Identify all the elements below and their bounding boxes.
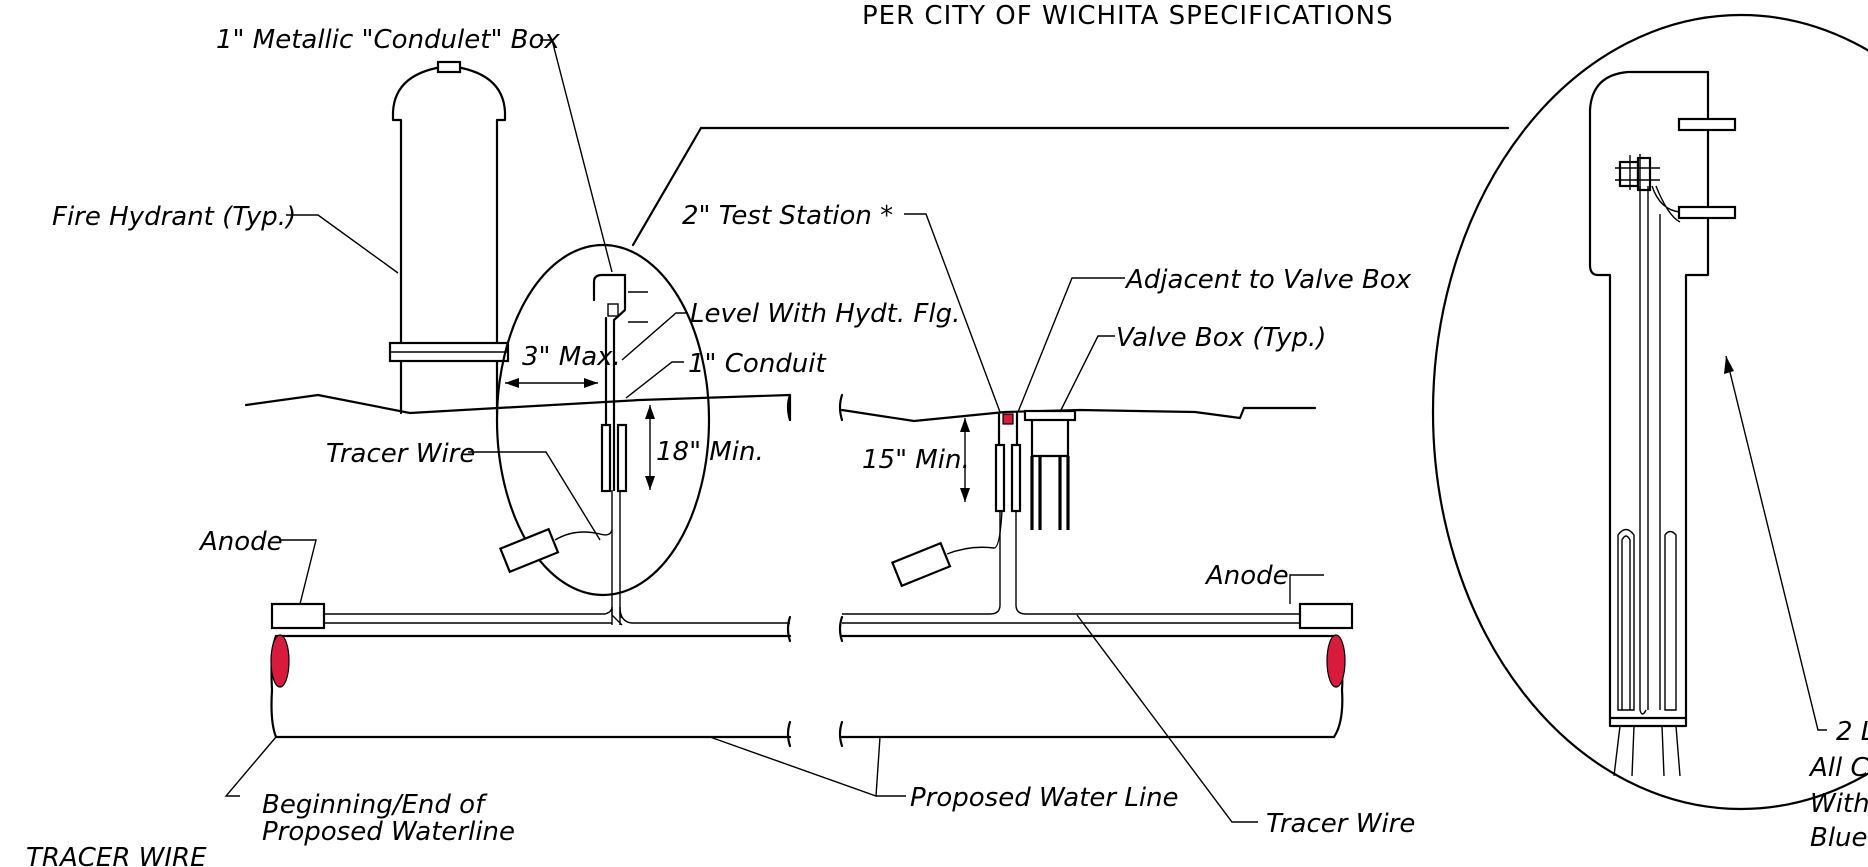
label-18-min: 18" Min. bbox=[656, 437, 764, 467]
detail-callout-ellipse-left bbox=[495, 243, 711, 597]
dimension-3-max bbox=[505, 378, 598, 388]
label-3-max: 3" Max. bbox=[522, 342, 621, 372]
label-adjacent-valve-box: Adjacent to Valve Box bbox=[1124, 265, 1412, 295]
label-condulet-box: 1" Metallic "Condulet" Box bbox=[216, 25, 560, 55]
detail-callout-ellipse-right bbox=[1431, 14, 1868, 810]
anode-buried-left bbox=[498, 527, 613, 574]
header-title: PER CITY OF WICHITA SPECIFICATIONS bbox=[862, 1, 1394, 31]
ground-line-right bbox=[838, 393, 1317, 423]
label-15-min: 15" Min. bbox=[862, 445, 970, 475]
label-proposed-water-line: Proposed Water Line bbox=[910, 783, 1179, 813]
label-detail-note-4: Blue bbox=[1810, 823, 1868, 853]
label-anode-left: Anode bbox=[198, 527, 283, 557]
label-tracer-wire-bottom: Tracer Wire bbox=[1266, 809, 1415, 839]
label-beginning-end-1: Beginning/End of bbox=[262, 790, 488, 820]
detail-note-leader bbox=[1725, 355, 1827, 731]
test-station-right bbox=[994, 411, 1022, 513]
dimension-15-min bbox=[960, 418, 970, 502]
label-detail-note-1: 2 L bbox=[1836, 717, 1868, 747]
anode-right bbox=[1298, 602, 1354, 630]
tracer-wire-main-left bbox=[325, 606, 790, 625]
label-valve-box: Valve Box (Typ.) bbox=[1116, 323, 1326, 353]
valve-box bbox=[1023, 409, 1077, 530]
label-detail-note-2: All C bbox=[1808, 753, 1868, 783]
tracer-wire-main-right bbox=[842, 510, 1300, 624]
leader-lines bbox=[224, 39, 1324, 823]
dimension-18-min bbox=[645, 405, 655, 490]
anode-left bbox=[270, 602, 326, 630]
label-level-with-flange: Level With Hydt. Flg. bbox=[690, 299, 960, 329]
water-line-pipe bbox=[270, 615, 1346, 748]
fire-hydrant bbox=[388, 60, 510, 415]
detail-test-station bbox=[1588, 70, 1737, 777]
label-1-conduit: 1" Conduit bbox=[688, 349, 827, 379]
label-beginning-end-2: Proposed Waterline bbox=[262, 817, 515, 847]
detail-leader-line bbox=[631, 126, 703, 247]
label-fire-hydrant: Fire Hydrant (Typ.) bbox=[52, 202, 296, 232]
anode-buried-right bbox=[890, 509, 1003, 588]
label-detail-note-3: With bbox=[1810, 789, 1868, 819]
label-tracer-wire-left: Tracer Wire bbox=[326, 439, 475, 469]
label-anode-right: Anode bbox=[1204, 561, 1289, 591]
ground-line-left bbox=[244, 393, 792, 422]
footer-title: TRACER WIRE bbox=[26, 843, 207, 867]
label-test-station: 2" Test Station * bbox=[682, 201, 893, 231]
condulet-assembly bbox=[592, 273, 648, 626]
wire-connector-icon bbox=[1615, 154, 1660, 192]
